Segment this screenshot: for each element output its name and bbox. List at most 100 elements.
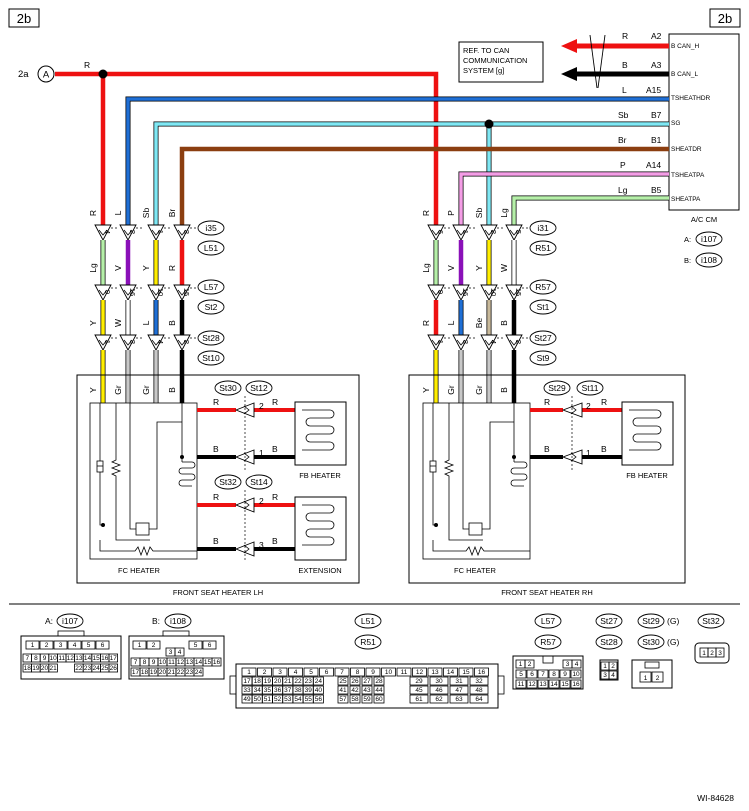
connector-chevron — [509, 289, 519, 296]
connector-label: R57 — [535, 282, 551, 292]
connector-chevron — [431, 229, 441, 236]
pin-number: 2 — [514, 340, 523, 344]
wire-color-label: Y — [474, 265, 484, 271]
legend-pin-cell — [651, 671, 664, 683]
legend-pin-number: 32 — [475, 678, 483, 685]
connector-pin — [480, 334, 498, 351]
connector-label: St28 — [202, 333, 220, 343]
legend-pin-number: 35 — [264, 687, 272, 694]
pin-number: 3 — [128, 340, 137, 344]
legend-pin-cell — [571, 659, 582, 669]
connector-pin — [452, 224, 470, 241]
connector-chevron — [98, 229, 108, 236]
legend-pin-number: 12 — [416, 669, 424, 676]
pin-number: 15 — [514, 288, 523, 296]
legend-pin-number: 15 — [204, 659, 212, 666]
connector-chevron — [456, 229, 466, 236]
legend-pin-number: 1 — [644, 675, 648, 682]
connector-label-pill — [529, 279, 557, 295]
acm-name: A/C CM — [691, 215, 717, 224]
pin-number: 3 — [259, 540, 264, 550]
legend-pin-cell — [349, 694, 361, 704]
legend-pin-cell — [449, 676, 469, 686]
connector-label: L57 — [204, 282, 218, 292]
legend-pin-number: 25 — [339, 678, 347, 685]
wire-color-label: Sb — [474, 208, 484, 219]
legend-pin-number: 6 — [530, 671, 534, 678]
legend-pin-number: 23 — [305, 678, 313, 685]
legend-pin-number: 31 — [455, 678, 463, 685]
legend-latch — [229, 675, 237, 695]
acm-signal: B CAN_H — [671, 43, 699, 50]
section-marker-left: 2b — [8, 8, 40, 28]
legend-pin-number: 9 — [152, 659, 156, 666]
legend-pin-number: 12 — [67, 655, 75, 662]
wire-color-label: B — [499, 387, 509, 393]
connector-chevron — [431, 289, 441, 296]
legend-pin-number: 41 — [339, 687, 347, 694]
connector-pin — [147, 224, 165, 241]
wire-color-label: W — [499, 264, 509, 272]
can-section: REF. TO CAN COMMUNICATION SYSTEM [g] R A… — [458, 31, 669, 89]
legend-pin-number: 63 — [455, 696, 463, 703]
legend-pin-number: 3 — [566, 661, 570, 668]
wire-color-label: Gr — [141, 385, 151, 395]
connector-pin — [119, 284, 137, 301]
legend-pin-number: 1 — [519, 661, 523, 668]
legend-pin-number: 37 — [284, 687, 292, 694]
connector-chevron — [177, 229, 187, 236]
pin-number: 2 — [259, 401, 264, 411]
connector-label-pill — [197, 299, 225, 315]
wire-color-label: Lg — [88, 263, 98, 273]
pin-number: 16 — [128, 288, 137, 296]
legend-pin-cell — [429, 685, 449, 695]
legend-pin-number: 27 — [363, 678, 371, 685]
legend-pin-number: 2 — [710, 650, 714, 657]
connector-label: L51 — [204, 243, 218, 253]
connector-chevron — [123, 289, 133, 296]
legend-conn-label: i108 — [170, 616, 186, 626]
legend-pin-cell — [349, 685, 361, 695]
legend-ground-tag: (G) — [667, 616, 679, 626]
source-ref: 2a A R — [18, 60, 90, 83]
can-note-line: REF. TO CAN — [463, 46, 509, 55]
legend-pin-number: 4 — [178, 649, 182, 656]
pin-number: 9 — [436, 290, 445, 294]
connector-chevron — [123, 339, 133, 346]
legend-pin-number: 40 — [315, 687, 323, 694]
pin-number: 2 — [259, 496, 264, 506]
pin-number: 1 — [586, 448, 591, 458]
legend-pin-cell — [449, 685, 469, 695]
legend-pin-number: 36 — [274, 687, 282, 694]
legend-pin-number: 2 — [45, 642, 49, 649]
legend-pin-number: 3 — [718, 650, 722, 657]
legend-conn-label: St29 — [642, 616, 660, 626]
legend-pin-number: 14 — [550, 681, 558, 688]
legend-conn-label: St27 — [600, 616, 618, 626]
connector-pin — [94, 334, 112, 351]
legend-pin-cell — [146, 640, 161, 650]
legend-pin-number: 18 — [141, 669, 149, 676]
legend-pin-number: 39 — [305, 687, 313, 694]
legend-pin-number: 18 — [254, 678, 262, 685]
wire-color-label: R — [622, 31, 628, 41]
wire-color-label: Be — [474, 318, 484, 329]
legend-pin-number: 43 — [363, 687, 371, 694]
pin-number: 1 — [156, 230, 165, 234]
legend-pin-number: 22 — [75, 665, 83, 672]
acm-signal: SHEATPA — [671, 196, 701, 203]
legend-conn-label: L57 — [541, 616, 555, 626]
wire-color-label: L — [141, 320, 151, 325]
legend-pin-number: 61 — [415, 696, 423, 703]
rh-caption: FRONT SEAT HEATER RH — [501, 588, 593, 597]
legend-pin-number: 46 — [435, 687, 443, 694]
legend-pin-number: 47 — [455, 687, 463, 694]
legend-pin-number: 5 — [309, 669, 313, 676]
legend-pin-number: 56 — [315, 696, 323, 703]
connector-pin — [452, 334, 470, 351]
legend-pin-number: 1 — [247, 669, 251, 676]
wire-color-label: Gr — [446, 385, 456, 395]
legend-pin-number: 26 — [351, 678, 359, 685]
pin-number: 3 — [461, 340, 470, 344]
legend-pin-cell — [39, 640, 54, 650]
